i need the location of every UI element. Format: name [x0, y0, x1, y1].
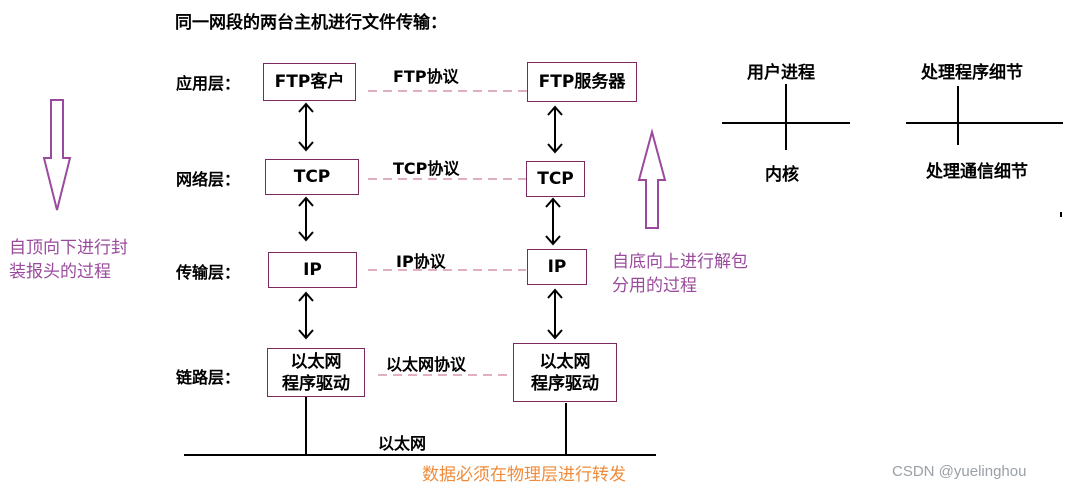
stray-mark [1060, 212, 1062, 217]
decapsulation-note-line2: 分用的过程 [612, 276, 697, 296]
client-arrow-net-trans [298, 196, 314, 242]
server-link-box: 以太网 程序驱动 [513, 343, 617, 402]
client-arrow-app-net [298, 102, 314, 152]
server-net-label: TCP [537, 169, 574, 189]
protocol-label-app: FTP协议 [393, 67, 459, 86]
server-trans-box: IP [527, 249, 587, 285]
client-link-box: 以太网 程序驱动 [267, 348, 365, 397]
decapsulation-note: 自底向上进行解包 分用的过程 [612, 250, 748, 298]
layer-label-net: 网络层： [176, 170, 241, 189]
decapsulation-note-line1: 自底向上进行解包 [612, 252, 748, 272]
server-trans-label: IP [547, 257, 567, 277]
layer-label-link: 链路层： [176, 368, 241, 387]
ethernet-label: 以太网 [378, 434, 427, 453]
encapsulation-note-line1: 自顶向下进行封 [9, 238, 128, 258]
physical-layer-note: 数据必须在物理层进行转发 [422, 465, 626, 485]
layer-label-trans: 传输层： [176, 263, 241, 282]
client-app-box: FTP客户 [263, 63, 356, 101]
encapsulation-note: 自顶向下进行封 装报头的过程 [9, 236, 128, 284]
server-arrow-net-trans [545, 197, 561, 246]
up-arrow-icon [637, 128, 667, 229]
server-arrow-app-net [547, 105, 563, 154]
protocol-label-link: 以太网协议 [386, 355, 467, 374]
cross1-top-label: 用户进程 [747, 63, 815, 83]
cross2-bottom-label: 处理通信细节 [926, 162, 1028, 182]
encapsulation-note-line2: 装报头的过程 [9, 262, 111, 282]
cross2-top-label: 处理程序细节 [921, 63, 1023, 83]
watermark: CSDN @yuelinghou [892, 463, 1027, 480]
protocol-label-trans: IP协议 [396, 252, 446, 271]
down-arrow-icon [42, 99, 72, 211]
client-trans-label: IP [303, 260, 322, 280]
protocol-label-net: TCP协议 [393, 159, 460, 178]
client-trans-box: IP [268, 252, 357, 288]
server-arrow-trans-link [547, 288, 563, 340]
client-link-label-line2: 程序驱动 [282, 373, 350, 394]
server-app-label: FTP服务器 [538, 72, 626, 92]
server-link-label-line2: 程序驱动 [531, 373, 599, 394]
server-link-label-line1: 以太网 [539, 351, 591, 372]
client-app-label: FTP客户 [274, 72, 345, 92]
diagram-title: 同一网段的两台主机进行文件传输： [175, 13, 447, 33]
server-app-box: FTP服务器 [527, 62, 637, 102]
client-link-label-line1: 以太网 [290, 351, 342, 372]
layer-label-app: 应用层： [176, 74, 241, 93]
client-net-label: TCP [293, 167, 331, 187]
client-net-box: TCP [265, 159, 359, 195]
client-arrow-trans-link [298, 291, 314, 340]
server-net-box: TCP [526, 161, 585, 197]
cross1-bottom-label: 内核 [765, 165, 799, 185]
